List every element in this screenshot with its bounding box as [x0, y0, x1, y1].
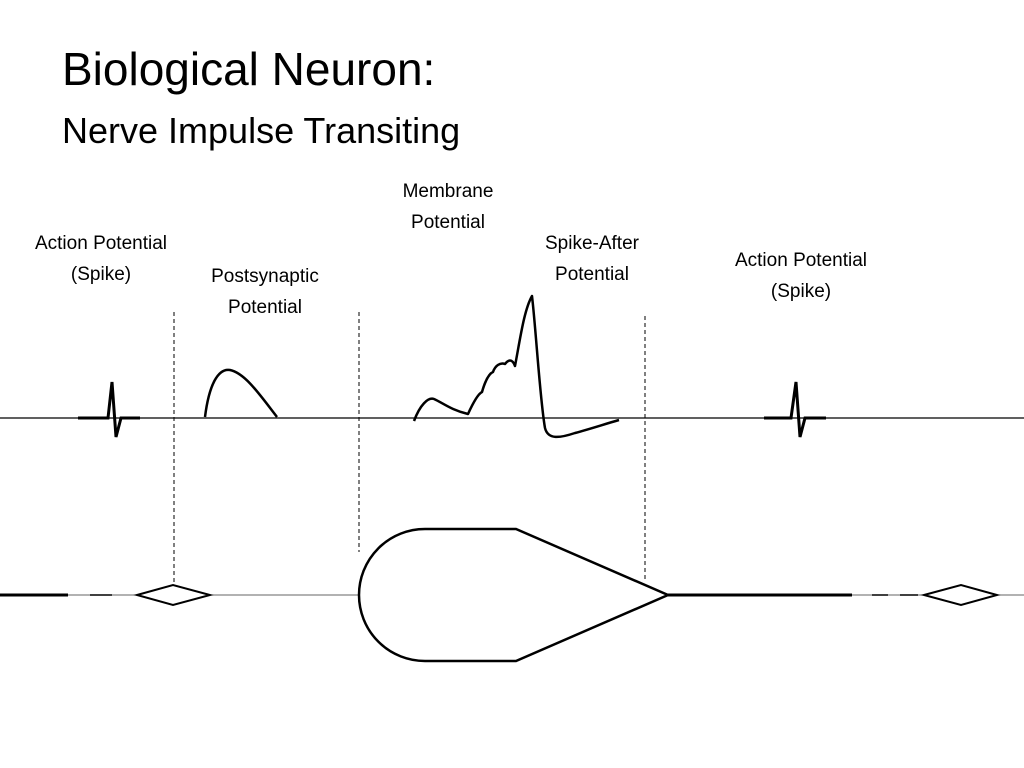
- membrane-potential-waveform: [412, 294, 620, 439]
- label-membrane-potential-line1: Membrane: [402, 181, 494, 202]
- label-membrane-potential: Membrane Potential: [368, 176, 528, 238]
- label-spike-after-potential: Spike-After Potential: [512, 228, 672, 290]
- label-action-potential-right-line2: (Spike): [770, 281, 832, 302]
- spike-waveform-right: [764, 381, 826, 438]
- synapse-diamond-left: [133, 583, 214, 607]
- label-membrane-potential-line2: Potential: [411, 212, 485, 233]
- label-action-potential-left-line2: (Spike): [70, 264, 132, 285]
- label-postsynaptic-potential: Postsynaptic Potential: [180, 261, 350, 323]
- label-action-potential-left-line1: Action Potential: [34, 233, 168, 254]
- slide-title: Biological Neuron:: [62, 43, 436, 95]
- label-action-potential-right-line1: Action Potential: [734, 250, 868, 271]
- label-spike-after-potential-line2: Potential: [555, 264, 629, 285]
- postsynaptic-waveform: [203, 368, 278, 418]
- soma-cell-body: [357, 527, 672, 663]
- slide-subtitle: Nerve Impulse Transiting: [62, 110, 461, 151]
- spike-waveform-left: [78, 381, 140, 438]
- label-postsynaptic-potential-line1: Postsynaptic: [211, 266, 319, 287]
- synapse-diamond-right: [920, 583, 1001, 607]
- label-action-potential-left: Action Potential (Spike): [6, 228, 196, 290]
- label-action-potential-right: Action Potential (Spike): [706, 245, 896, 307]
- label-spike-after-potential-line1: Spike-After: [545, 233, 639, 254]
- label-postsynaptic-potential-line2: Potential: [228, 297, 302, 318]
